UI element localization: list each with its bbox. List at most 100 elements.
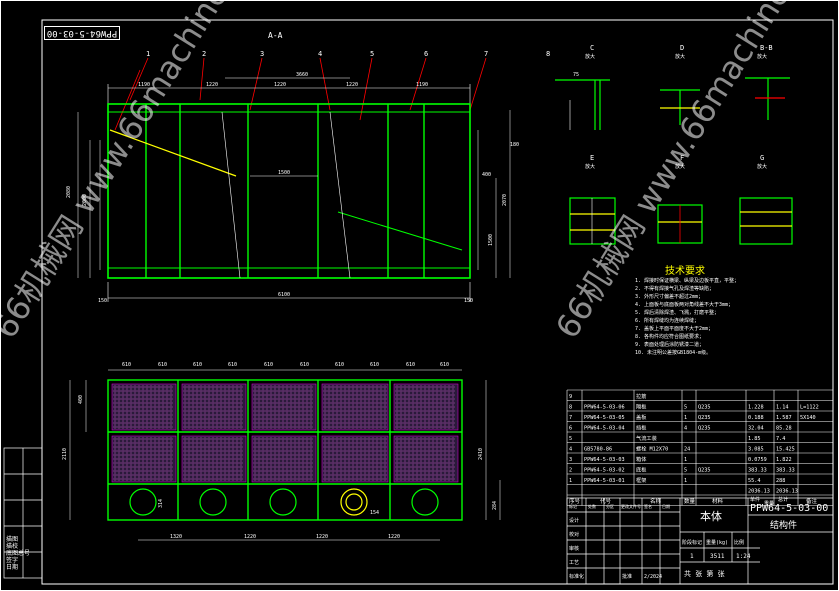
perforation-hole [323, 469, 327, 473]
perforation-hole [203, 405, 207, 409]
perforation-hole [277, 473, 281, 477]
perforation-hole [323, 457, 327, 461]
perforation-hole [415, 465, 419, 469]
bom-cell: 5 [684, 468, 687, 474]
perforation-hole [227, 425, 231, 429]
perforation-hole [375, 401, 379, 405]
perforation-hole [435, 473, 439, 477]
perforation-hole [219, 413, 223, 417]
perforation-hole [265, 469, 269, 473]
perforation-hole [187, 409, 191, 413]
perforation-hole [191, 477, 195, 481]
perforation-hole [415, 453, 419, 457]
perforation-hole [447, 445, 451, 449]
perforation-hole [257, 453, 261, 457]
perforation-hole [145, 425, 149, 429]
perforation-hole [157, 437, 161, 441]
perforation-hole [383, 409, 387, 413]
perforation-hole [157, 477, 161, 481]
perforation-hole [285, 425, 289, 429]
bom-cell: GB5780-86 [584, 447, 612, 453]
perforation-hole [129, 401, 133, 405]
perforation-hole [141, 441, 145, 445]
perforation-hole [129, 469, 133, 473]
perforation-hole [145, 389, 149, 393]
perforation-hole [187, 457, 191, 461]
perforation-hole [149, 461, 153, 465]
perforation-hole [403, 457, 407, 461]
perforation-hole [145, 445, 149, 449]
perforation-hole [281, 421, 285, 425]
balloon: 7 [484, 50, 488, 58]
perforation-hole [285, 397, 289, 401]
bom-cell: 9 [569, 394, 572, 400]
perforation-hole [183, 425, 187, 429]
perforation-hole [133, 385, 137, 389]
perforation-hole [121, 389, 125, 393]
bom-cell: 拉筋 [636, 392, 646, 400]
perforation-hole [339, 409, 343, 413]
perforation-hole [305, 449, 309, 453]
perforation-hole [335, 445, 339, 449]
perforation-hole [199, 449, 203, 453]
perforation-hole [327, 421, 331, 425]
perforation-hole [331, 421, 335, 425]
perforation-hole [379, 389, 383, 393]
perforation-hole [431, 397, 435, 401]
perforation-hole [235, 477, 239, 481]
perforation-hole [407, 405, 411, 409]
perforation-hole [293, 477, 297, 481]
perforation-hole [129, 477, 133, 481]
balloon-numbers: 1 2 3 4 5 6 7 8 [146, 50, 550, 58]
perforation-hole [265, 413, 269, 417]
perforation-hole [297, 425, 301, 429]
section-label-aa: A-A [268, 31, 283, 40]
perforation-hole [331, 441, 335, 445]
perforation-hole [419, 461, 423, 465]
perforation-hole [443, 405, 447, 409]
perforation-hole [419, 457, 423, 461]
perforation-hole [261, 477, 265, 481]
perforation-hole [343, 477, 347, 481]
perforation-hole [161, 477, 165, 481]
perforation-hole [343, 461, 347, 465]
detail-scale-labels: 放大 放大 放大 放大 放大 放大 75 [573, 53, 767, 170]
perforation-hole [411, 385, 415, 389]
perforation-hole [289, 425, 293, 429]
perforation-hole [195, 409, 199, 413]
perforation-hole [187, 453, 191, 457]
perforation-hole [375, 457, 379, 461]
perforation-hole [395, 465, 399, 469]
dim-text: 2070 [502, 194, 508, 206]
perforation-hole [407, 409, 411, 413]
perforation-hole [423, 401, 427, 405]
bom-cell: PPW64-5-03-05 [584, 415, 625, 421]
perforation-hole [379, 477, 383, 481]
perforation-hole [227, 453, 231, 457]
perforation-hole [239, 473, 243, 477]
perforation-hole [141, 449, 145, 453]
perforation-hole [121, 385, 125, 389]
perforation-hole [273, 401, 277, 405]
perforation-hole [253, 477, 257, 481]
perforation-hole [165, 409, 169, 413]
perforation-hole [323, 449, 327, 453]
perforation-hole [203, 453, 207, 457]
perforation-hole [169, 409, 173, 413]
perforation-hole [125, 441, 129, 445]
perforation-hole [203, 397, 207, 401]
perforation-hole [443, 469, 447, 473]
perforation-hole [191, 425, 195, 429]
bom-cell: Q235 [698, 415, 711, 421]
perforation-hole [269, 409, 273, 413]
perforation-hole [301, 413, 305, 417]
bom-cell: 1.14 [776, 405, 789, 411]
perforation-hole [351, 473, 355, 477]
perforation-hole [269, 401, 273, 405]
perforation-hole [395, 405, 399, 409]
perforation-hole [203, 437, 207, 441]
perforation-hole [211, 473, 215, 477]
drawing-number-stamp: PPW64-5-03-00 [44, 26, 120, 40]
perforation-hole [399, 449, 403, 453]
